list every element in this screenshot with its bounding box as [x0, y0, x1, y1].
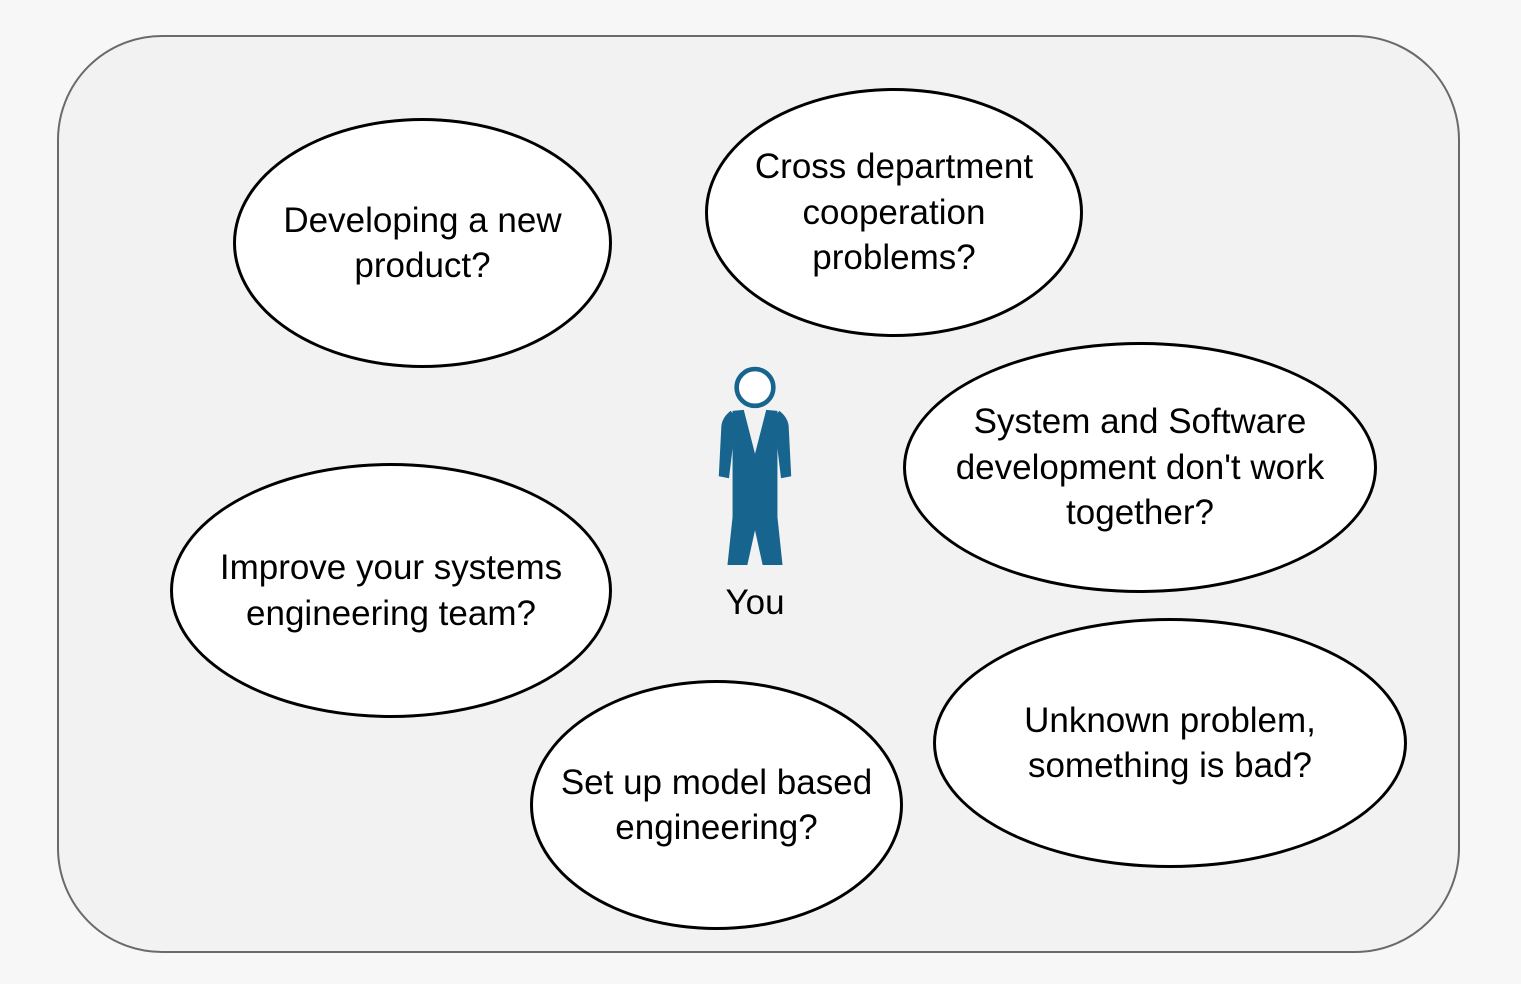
bubble-label: Cross department cooperation problems?	[754, 147, 1034, 278]
bubble-label: Developing a new product?	[283, 200, 562, 286]
bubble-developing-new-product: Developing a new product?	[233, 118, 612, 368]
actor-label: You	[725, 583, 785, 622]
bubble-cross-department-cooperation: Cross department cooperation problems?	[705, 88, 1083, 337]
bubble-label: Set up model based engineering?	[560, 762, 873, 848]
actor-you: You	[695, 364, 815, 620]
bubble-improve-systems-engineering-team: Improve your systems engineering team?	[170, 463, 612, 718]
person-icon	[718, 364, 792, 568]
bubble-set-up-model-based-engineering: Set up model based engineering?	[530, 680, 903, 930]
bubble-label: Improve your systems engineering team?	[219, 548, 563, 633]
bubble-label: System and Software development don't wo…	[955, 402, 1325, 533]
bubble-label: Unknown problem, something is bad?	[1024, 700, 1316, 786]
bubble-unknown-problem-something-bad: Unknown problem, something is bad?	[933, 618, 1407, 868]
bubble-system-software-dont-work-together: System and Software development don't wo…	[903, 342, 1377, 593]
